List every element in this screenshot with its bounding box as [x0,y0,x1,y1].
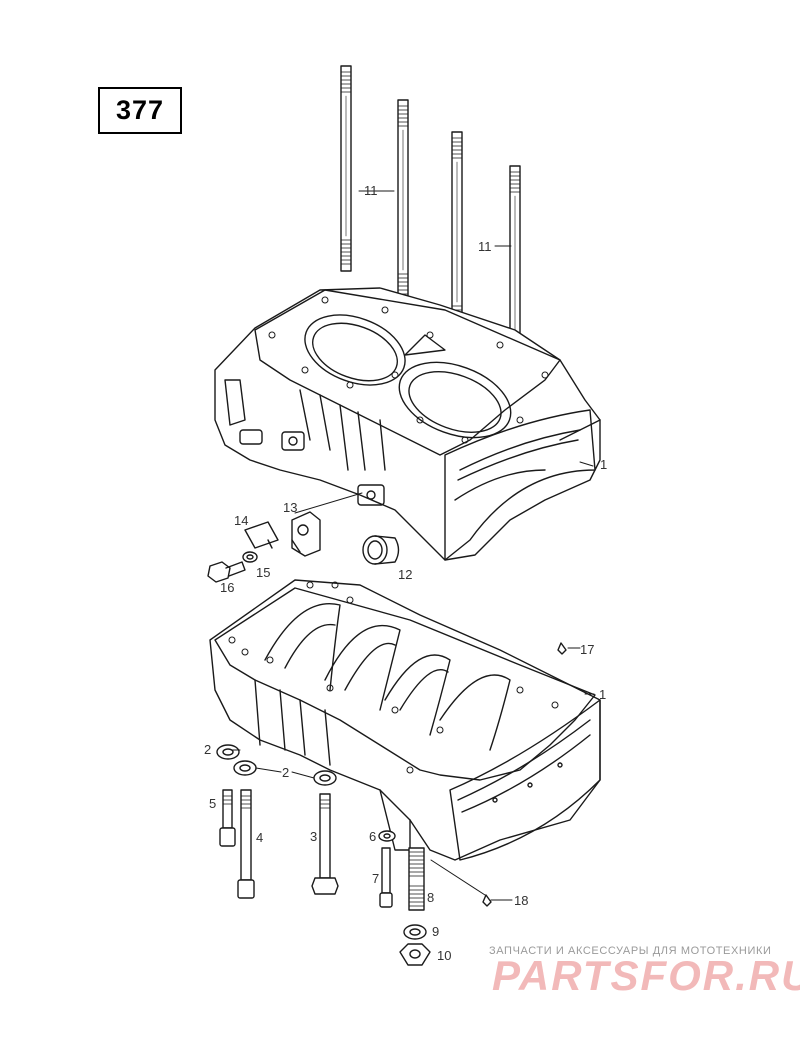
callout-7: 7 [372,871,380,886]
callout-6: 6 [369,829,377,844]
callout-16: 16 [220,580,235,595]
part-15-washer [242,551,258,563]
callout-13: 13 [283,500,298,515]
washer-9 [403,924,427,940]
callout-2-left: 2 [204,742,212,757]
callout-1-lower: 1 [599,687,607,702]
long-studs [340,65,521,372]
dowel-18 [482,894,492,907]
part-12-plug [362,535,400,565]
stud-8 [408,847,425,911]
watermark-brand: PARTSFOR.RU [492,952,800,999]
upper-crankcase [214,287,601,561]
callout-12: 12 [398,567,413,582]
stud-1 [340,65,352,272]
callout-11-left: 11 [364,183,378,198]
bolt-3 [311,793,339,895]
leader-lines [231,190,595,901]
washer-2c [313,770,337,786]
callout-8: 8 [427,890,435,905]
nut-10 [399,943,431,966]
callout-11-right: 11 [478,239,492,254]
callout-4: 4 [256,830,264,845]
callout-9: 9 [432,924,440,939]
dowel-17 [557,642,567,655]
callout-10: 10 [437,948,452,963]
part-14-clip [244,521,279,549]
part-16-bolt [207,561,246,583]
callout-17: 17 [580,642,595,657]
lower-fasteners [216,642,567,966]
callout-18: 18 [514,893,529,908]
callout-14: 14 [234,513,249,528]
callout-3: 3 [310,829,318,844]
washer-2a [216,744,240,760]
washer-2b [233,760,257,776]
part-13-bracket [291,511,321,557]
callout-2-mid: 2 [282,765,290,780]
lower-crankcase [209,579,601,861]
watermark-tagline: ЗАПЧАСТИ И АКСЕССУАРЫ ДЛЯ МОТОТЕХНИКИ [489,945,772,957]
washer-6 [378,830,396,842]
small-parts [207,511,400,583]
bolt-5 [219,789,236,847]
stud-2 [397,99,409,306]
bolt-4 [237,789,255,899]
screw-7 [379,847,393,908]
stud-3 [451,131,463,338]
callout-15: 15 [256,565,271,580]
callout-1-upper: 1 [600,457,608,472]
page-number: 377 [115,95,165,125]
page-number-box: 377 [98,87,182,134]
callout-5: 5 [209,796,217,811]
